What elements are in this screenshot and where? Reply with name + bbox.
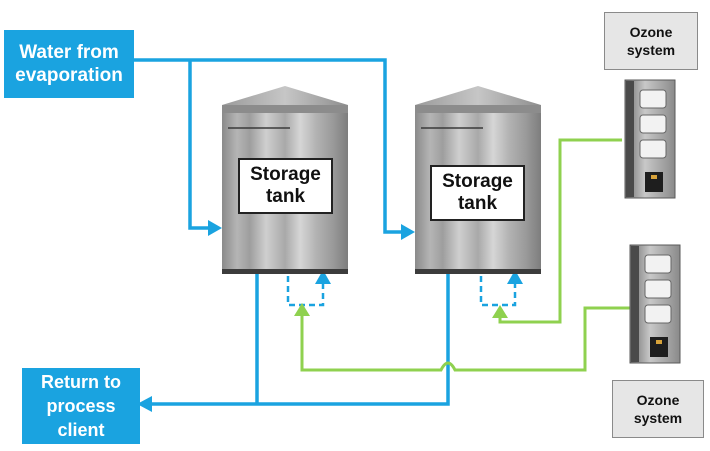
input-label-line-1: Water from bbox=[19, 42, 119, 63]
tank-label-line-2: tank bbox=[457, 193, 498, 214]
arrow-into-left-tank bbox=[208, 220, 222, 236]
tank-base bbox=[222, 269, 348, 274]
water-lines bbox=[134, 58, 450, 406]
water-supply-line bbox=[134, 58, 405, 234]
tank-label-line-1: Storage bbox=[250, 164, 321, 185]
ozone-line-top bbox=[498, 138, 622, 324]
return-to-process-client-box: Return to process client bbox=[22, 368, 140, 444]
tank-top-band bbox=[222, 105, 348, 113]
output-label-line-1: Return to bbox=[41, 372, 121, 392]
input-label-line-2: evaporation bbox=[15, 65, 123, 86]
arrow-ozone-right bbox=[492, 305, 508, 318]
arrow-left-recirc-up bbox=[315, 270, 331, 284]
tank-top-band bbox=[415, 105, 541, 113]
ozone-system-label-bottom: Ozone system bbox=[612, 380, 704, 438]
water-from-evaporation-box: Water from evaporation bbox=[4, 30, 134, 98]
ozone-generator-icon bbox=[624, 79, 676, 199]
tank-base bbox=[415, 269, 541, 274]
tank-roof bbox=[222, 86, 348, 105]
ozone-line-bottom bbox=[300, 306, 630, 372]
right-tank-recirc-loop bbox=[479, 276, 517, 307]
right-tank-outlet-line bbox=[150, 272, 450, 406]
arrow-return-to-client bbox=[137, 396, 152, 412]
flow-arrows bbox=[137, 220, 523, 412]
output-label-line-2: process bbox=[46, 396, 116, 416]
storage-tank-label-left: Storage tank bbox=[238, 158, 333, 214]
arrow-into-right-tank bbox=[401, 224, 415, 240]
ozone-label-line-1: Ozone bbox=[636, 392, 680, 408]
ozone-generator-icon bbox=[629, 244, 681, 364]
water-branch-left-tank bbox=[188, 60, 212, 230]
left-tank-recirc-loop bbox=[286, 276, 325, 307]
output-label-line-3: client bbox=[57, 420, 105, 440]
tank-label-line-1: Storage bbox=[442, 171, 513, 192]
ozone-label-line-2: system bbox=[633, 410, 683, 426]
arrow-right-recirc-up bbox=[507, 270, 523, 284]
recirculation-loops bbox=[286, 276, 517, 307]
arrow-ozone-left bbox=[294, 303, 310, 316]
ozone-label-line-1: Ozone bbox=[629, 24, 673, 40]
tank-label-line-2: tank bbox=[265, 186, 306, 207]
ozone-lines bbox=[300, 138, 630, 372]
tank-roof bbox=[415, 86, 541, 105]
ozone-label-line-2: system bbox=[626, 42, 676, 58]
storage-tank-label-right: Storage tank bbox=[430, 165, 525, 221]
ozone-system-label-top: Ozone system bbox=[604, 12, 698, 70]
